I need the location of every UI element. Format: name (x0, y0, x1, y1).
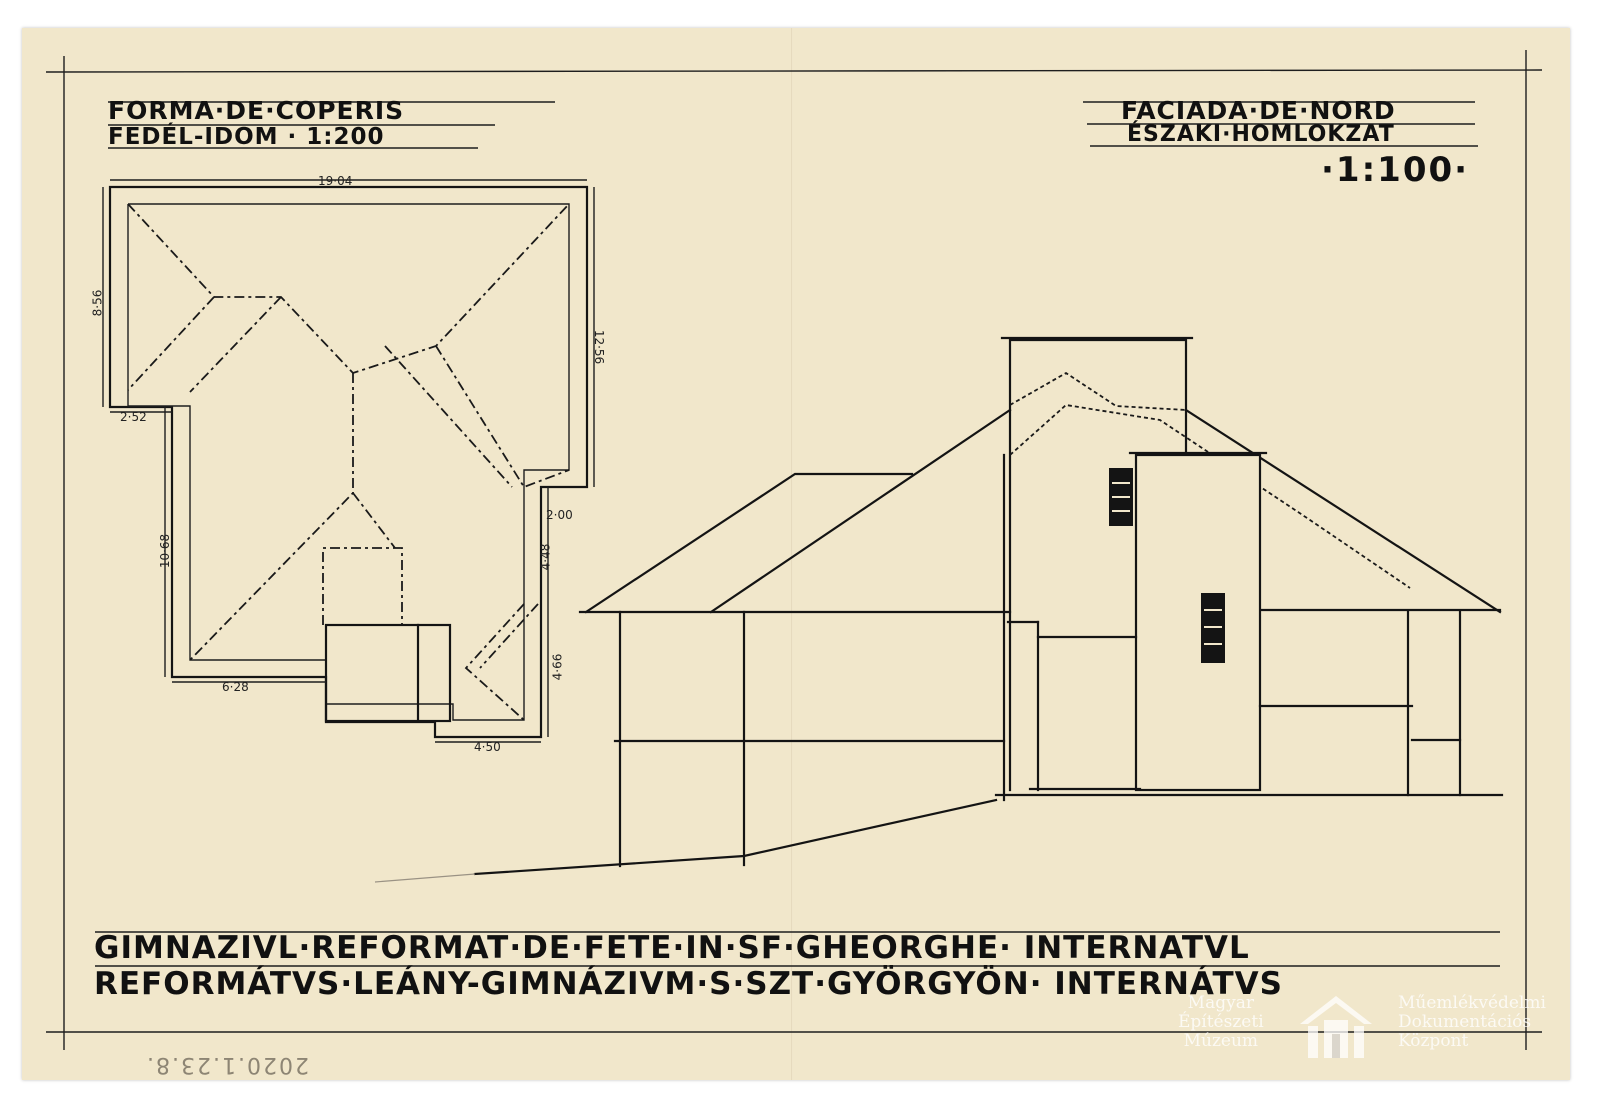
dim-right-lower: 4·66 (550, 653, 565, 681)
watermark-museum-line2: Építészeti (1178, 1012, 1264, 1032)
watermark-center-line1: Műemlékvédelmi (1398, 993, 1546, 1013)
dim-width: 19·04 (318, 174, 353, 188)
facade-scale: ·1:100· (1321, 150, 1470, 190)
dim-right-wing: 12·56 (592, 329, 607, 365)
watermark-center-line2: Dokumentációs (1398, 1012, 1532, 1032)
roof-plan-title-hu: FEDÉL-IDOM · 1:200 (108, 124, 385, 150)
dim-bottom-left: 6·28 (222, 680, 249, 694)
facade-title-hu: ÉSZAKI·HOMLOKZAT (1127, 122, 1395, 147)
main-title-ro: GIMNAZIVL·REFORMAT·DE·FETE·IN·SF·GHEORGH… (94, 930, 1250, 966)
watermark-logo-icon (1300, 996, 1372, 1058)
roof-plan-title-ro: FORMA·DE·COPERIS (108, 96, 405, 125)
inventory-number: 2020.1.23.8. (145, 1052, 309, 1077)
dim-right-offset: 2·00 (546, 508, 573, 522)
title-rules (95, 101, 1500, 967)
roof-plan (102, 179, 595, 743)
watermark-center: Műemlékvédelmi Dokumentációs Központ (1398, 994, 1546, 1051)
watermark-museum-line1: Magyar (1187, 993, 1254, 1013)
border-frame (45, 50, 1543, 1050)
fold-line (791, 28, 793, 1080)
watermark-museum: Magyar Építészeti Múzeum (1178, 994, 1264, 1051)
dim-left-offset: 2·52 (120, 410, 147, 424)
watermark-center-line3: Központ (1398, 1031, 1469, 1051)
north-facade (374, 336, 1504, 883)
main-title-hu: REFORMÁTVS·LEÁNY-GIMNÁZIVM·S·SZT·GYÖRGYÖ… (94, 966, 1283, 1002)
dim-bottom-right: 4·50 (474, 740, 501, 754)
dim-right-upper: 4·48 (538, 543, 553, 571)
dim-left-wing: 8·56 (90, 289, 105, 317)
watermark-museum-line3: Múzeum (1183, 1031, 1259, 1051)
dim-left-length: 10·68 (158, 533, 173, 569)
facade-title-ro: FACIADA·DE·NORD (1121, 96, 1396, 125)
